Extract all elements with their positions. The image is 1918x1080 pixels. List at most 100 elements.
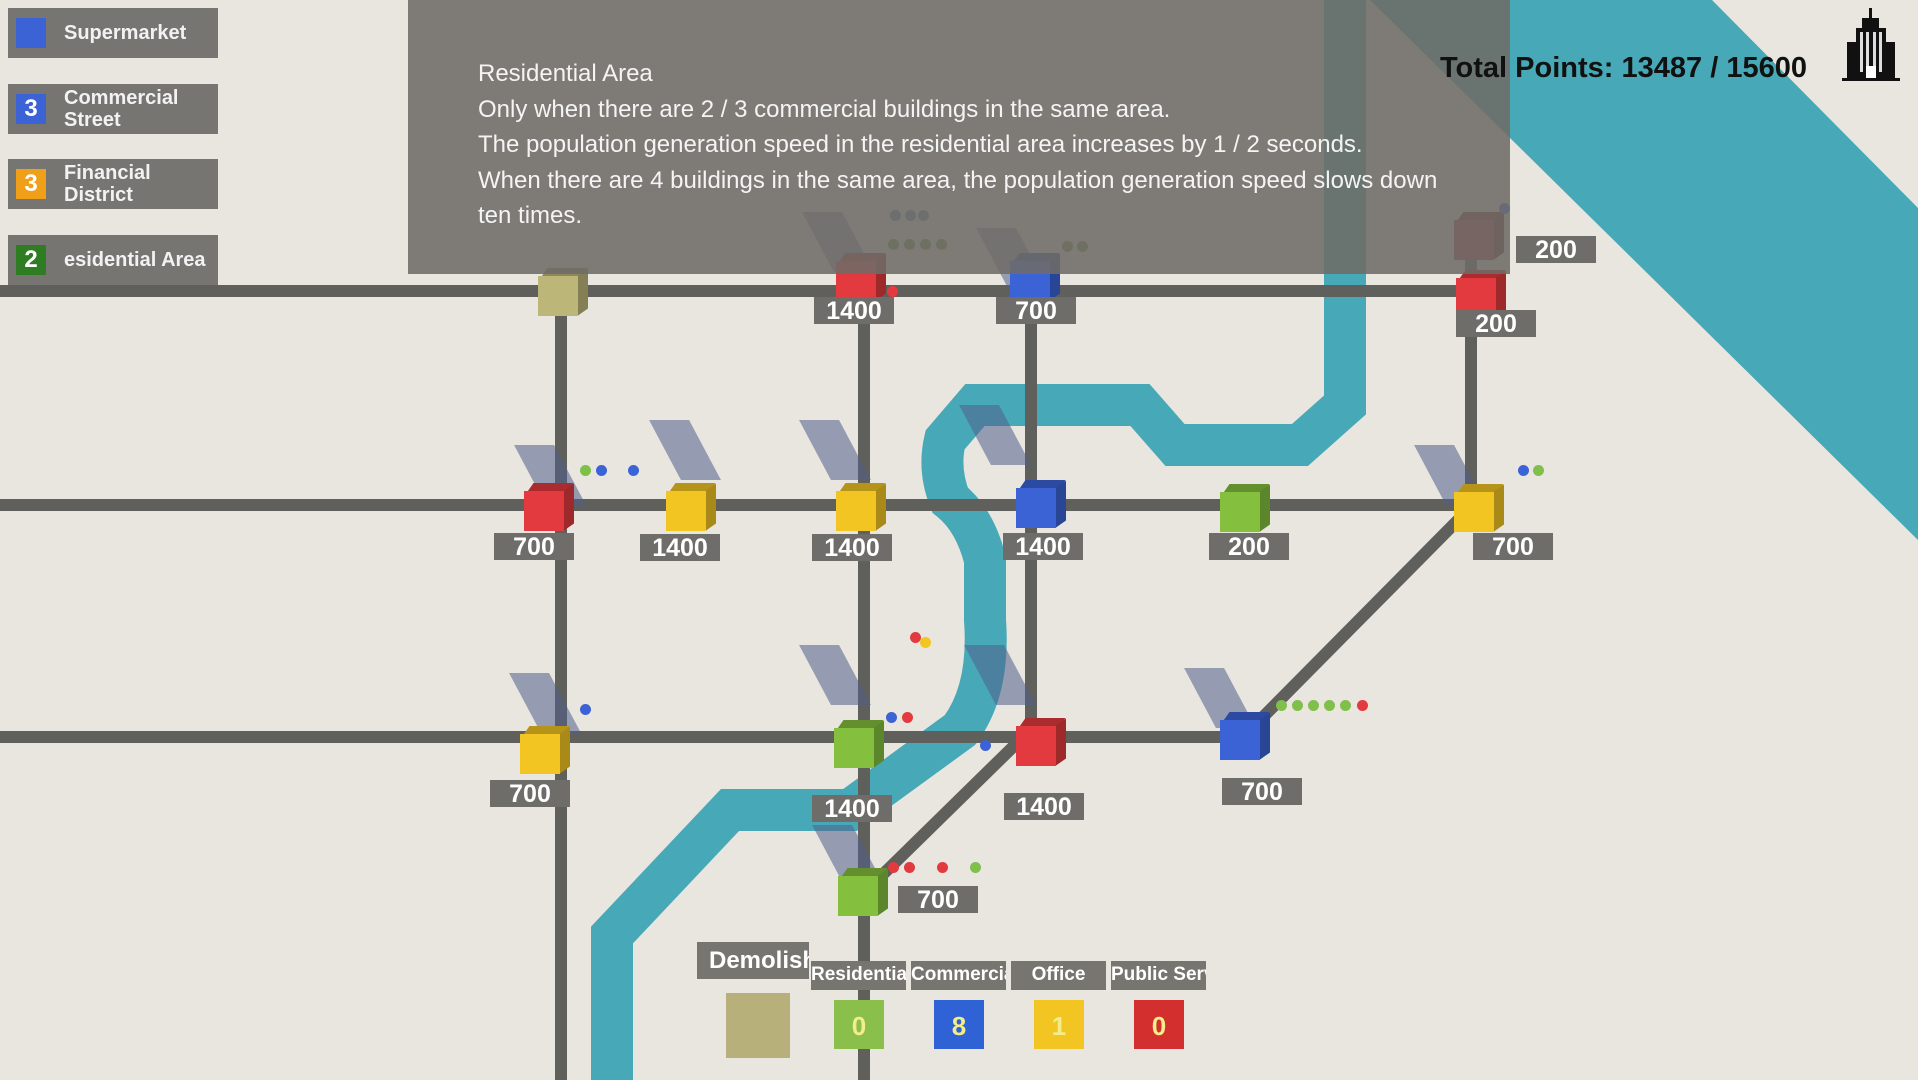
- office-button[interactable]: Office: [1011, 961, 1106, 990]
- info-line: Only when there are 2 / 3 commercial bui…: [478, 95, 1171, 123]
- building-residential[interactable]: [1220, 484, 1270, 532]
- legend-financial-district: 3 Financial District: [8, 159, 218, 209]
- building-points-label: 1400: [812, 534, 892, 562]
- building-points-label: 700: [490, 780, 570, 808]
- population-dot: [628, 465, 639, 476]
- population-dot: [1292, 700, 1303, 711]
- office-count[interactable]: 1: [1034, 1000, 1084, 1049]
- building-points-label: 700: [494, 533, 574, 561]
- population-dot: [970, 862, 981, 873]
- population-dot: [596, 465, 607, 476]
- building-points-label: 1400: [812, 795, 892, 823]
- commercial-button[interactable]: Commercial: [911, 961, 1006, 990]
- cube-face: [524, 491, 564, 531]
- legend-supermarket: Supermarket: [8, 8, 218, 58]
- population-dot: [888, 862, 899, 873]
- legend-label: Commercial Street: [64, 87, 179, 131]
- building-points-label: 700: [1222, 778, 1302, 806]
- info-line: When there are 4 buildings in the same a…: [478, 166, 1438, 230]
- cube-face: [1220, 492, 1260, 532]
- population-dot: [1324, 700, 1335, 711]
- population-dot: [886, 712, 897, 723]
- building-public[interactable]: [524, 483, 574, 531]
- road: [0, 285, 1477, 297]
- cube-face: [876, 483, 886, 531]
- building-points-label: 1400: [814, 297, 894, 325]
- population-dot: [1276, 700, 1287, 711]
- building-commercial[interactable]: [1016, 480, 1066, 528]
- building-points-label: 200: [1209, 533, 1289, 561]
- legend-label: esidential Area: [64, 249, 206, 271]
- cube-face: [706, 483, 716, 531]
- building-office[interactable]: [520, 726, 570, 774]
- cube-face: [560, 726, 570, 774]
- building-points-label: 1400: [1004, 793, 1084, 821]
- legend-label: Financial District: [64, 162, 151, 206]
- population-dot: [887, 286, 898, 297]
- legend-swatch: [16, 18, 46, 48]
- cube-face: [1016, 488, 1056, 528]
- population-dot: [910, 632, 921, 643]
- population-dot: [980, 740, 991, 751]
- info-panel: Residential Area Only when there are 2 /…: [408, 0, 1510, 274]
- cube-face: [1260, 484, 1270, 532]
- commercial-count[interactable]: 8: [934, 1000, 984, 1049]
- building-office[interactable]: [1454, 484, 1504, 532]
- cube-face: [520, 734, 560, 774]
- legend-count: 3: [16, 94, 46, 124]
- building-demolish[interactable]: [538, 268, 588, 316]
- legend-count: 2: [16, 245, 46, 275]
- legend-commercial-street: 3 Commercial Street: [8, 84, 218, 134]
- building-points-label: 1400: [640, 534, 720, 562]
- building-points-label: 1400: [1003, 533, 1083, 561]
- building-commercial[interactable]: [1220, 712, 1270, 760]
- population-dot: [904, 862, 915, 873]
- cube-face: [1016, 726, 1056, 766]
- total-points: Total Points: 13487 / 15600: [1440, 52, 1807, 84]
- building-office[interactable]: [836, 483, 886, 531]
- building-points-label: 200: [1456, 310, 1536, 338]
- cube-face: [836, 491, 876, 531]
- public-service-count[interactable]: 0: [1134, 1000, 1184, 1049]
- public-service-button[interactable]: Public Service: [1111, 961, 1206, 990]
- cube-face: [1056, 718, 1066, 766]
- road: [0, 731, 1240, 743]
- building-points-label: 200: [1516, 236, 1596, 264]
- river: [591, 0, 1366, 1080]
- cube-face: [564, 483, 574, 531]
- cube-face: [538, 276, 578, 316]
- population-dot: [1518, 465, 1529, 476]
- population-dot: [580, 704, 591, 715]
- population-dot: [902, 712, 913, 723]
- cube-face: [1454, 492, 1494, 532]
- population-dot: [920, 637, 931, 648]
- population-dot: [1357, 700, 1368, 711]
- population-dot: [580, 465, 591, 476]
- cube-face: [1220, 720, 1260, 760]
- building-residential[interactable]: [838, 868, 888, 916]
- info-line: The population generation speed in the r…: [478, 131, 1363, 158]
- building-points-label: 700: [898, 886, 978, 914]
- cube-face: [874, 720, 884, 768]
- legend-count: 3: [16, 169, 46, 199]
- building-points-label: 700: [1473, 533, 1553, 561]
- population-dot: [1533, 465, 1544, 476]
- info-title: Residential Area: [478, 60, 653, 87]
- demolish-button[interactable]: Demolish: [697, 942, 809, 979]
- residential-count[interactable]: 0: [834, 1000, 884, 1049]
- building-residential[interactable]: [834, 720, 884, 768]
- population-dot: [1340, 700, 1351, 711]
- building-public[interactable]: [1456, 270, 1506, 318]
- cube-face: [1260, 712, 1270, 760]
- population-dot: [1308, 700, 1319, 711]
- demolish-swatch[interactable]: [726, 993, 790, 1058]
- residential-button[interactable]: Residential: [811, 961, 906, 990]
- legend-residential-area: 2 esidential Area: [8, 235, 218, 285]
- cube-face: [578, 268, 588, 316]
- building-office[interactable]: [666, 483, 716, 531]
- cube-face: [838, 876, 878, 916]
- building-public[interactable]: [1016, 718, 1066, 766]
- cube-face: [666, 491, 706, 531]
- legend-label: Supermarket: [64, 22, 187, 44]
